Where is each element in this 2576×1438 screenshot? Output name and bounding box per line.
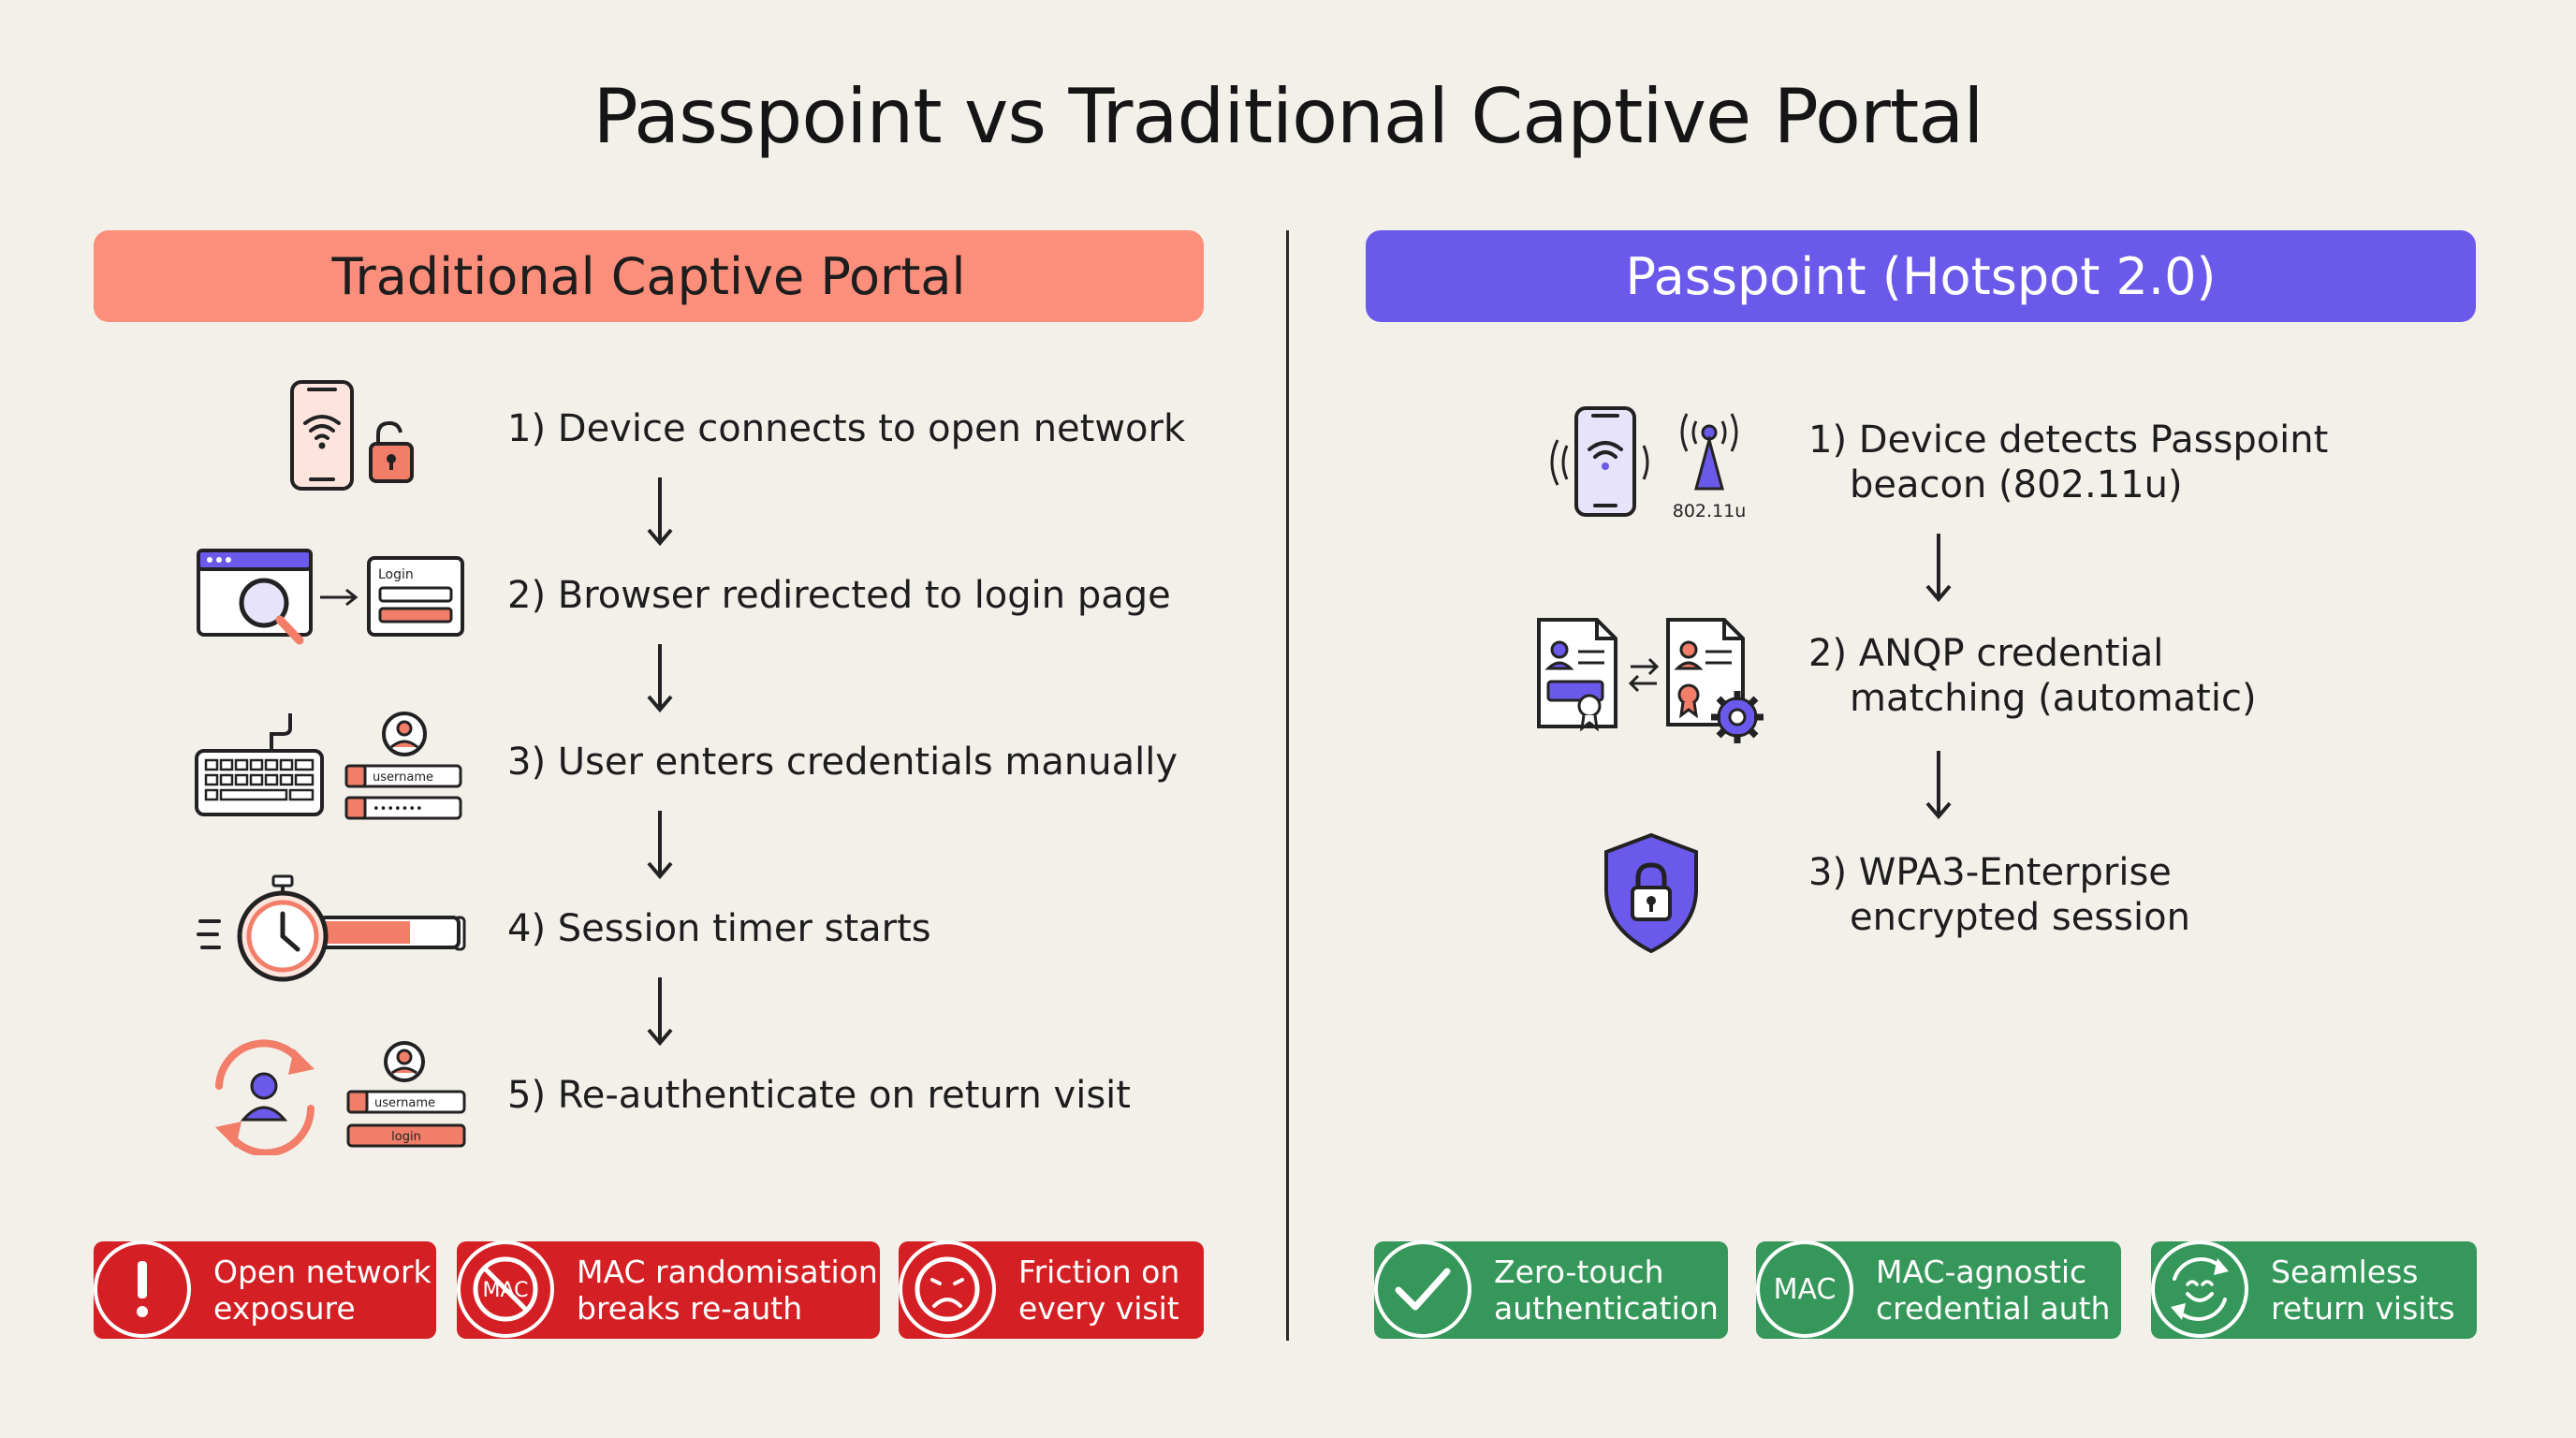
- login-button-text: login: [391, 1130, 421, 1144]
- badge-line: Seamless: [2271, 1254, 2419, 1290]
- passpoint-header-label: Passpoint (Hotspot 2.0): [1625, 246, 2217, 306]
- shield-lock-icon: [1604, 832, 1698, 954]
- step-line: 1) Device detects Passpoint: [1808, 418, 2329, 462]
- phone-wifi-unlocked-icon: [290, 380, 414, 491]
- traditional-step-3: 3) User enters credentials manually: [507, 741, 1178, 784]
- reauthenticate-icon: username login: [215, 1039, 466, 1155]
- keyboard-credentials-icon: username •••••••: [195, 712, 462, 820]
- badge-line: MAC-agnostic: [1876, 1254, 2087, 1290]
- browser-redirect-login-icon: Login: [197, 549, 464, 645]
- mac-icon: MAC: [1756, 1240, 1853, 1338]
- badge-line: credential auth: [1876, 1290, 2111, 1327]
- step-line: 2) ANQP credential: [1808, 632, 2164, 675]
- credential-matching-icon: [1537, 618, 1764, 743]
- frown-face-icon: [899, 1240, 996, 1338]
- badge-line: authentication: [1494, 1290, 1719, 1327]
- traditional-step-5: 5) Re-authenticate on return visit: [507, 1074, 1131, 1117]
- traditional-step-1: 1) Device connects to open network: [507, 407, 1186, 450]
- badge-line: Friction on: [1018, 1254, 1180, 1290]
- badge-line: exposure: [213, 1290, 356, 1327]
- badge-line: MAC randomisation: [577, 1254, 878, 1290]
- traditional-header: Traditional Captive Portal: [94, 230, 1204, 322]
- username-field-text: username: [373, 770, 433, 785]
- traditional-step-2: 2) Browser redirected to login page: [507, 574, 1171, 617]
- passpoint-step-1: 1) Device detects Passpoint beacon (802.…: [1808, 418, 2328, 507]
- traditional-header-label: Traditional Captive Portal: [331, 246, 966, 306]
- stopwatch-timer-icon: [197, 874, 466, 982]
- phone-beacon-icon: 802.11u: [1550, 406, 1747, 521]
- badge-line: Open network: [213, 1254, 432, 1290]
- step-line: matching (automatic): [1850, 677, 2257, 720]
- down-arrow-icon: [647, 811, 673, 880]
- badge-line: return visits: [2271, 1290, 2455, 1327]
- column-divider: [1286, 230, 1289, 1341]
- step-line: 3) WPA3-Enterprise: [1808, 851, 2172, 894]
- mac-label: MAC: [1774, 1273, 1837, 1306]
- down-arrow-icon: [647, 977, 673, 1047]
- step-line: encrypted session: [1850, 896, 2190, 939]
- step-line: beacon (802.11u): [1850, 463, 2183, 506]
- username-field-text: username: [374, 1096, 435, 1110]
- traditional-step-4: 4) Session timer starts: [507, 907, 931, 950]
- down-arrow-icon: [1925, 534, 1952, 603]
- password-field-text: •••••••: [373, 802, 423, 816]
- badge-line: breaks re-auth: [577, 1290, 803, 1327]
- badge-line: every visit: [1018, 1290, 1179, 1327]
- exclamation-icon: [94, 1240, 191, 1338]
- passpoint-step-2: 2) ANQP credential matching (automatic): [1808, 631, 2257, 721]
- down-arrow-icon: [1925, 751, 1952, 820]
- page-title: Passpoint vs Traditional Captive Portal: [593, 73, 1984, 160]
- passpoint-header: Passpoint (Hotspot 2.0): [1366, 230, 2476, 322]
- mac-crossed-icon: MAC: [457, 1240, 554, 1338]
- down-arrow-icon: [647, 477, 673, 547]
- smile-refresh-icon: [2151, 1240, 2248, 1338]
- login-caption: Login: [378, 567, 414, 582]
- badge-line: Zero-touch: [1494, 1254, 1664, 1290]
- standard-label: 802.11u: [1673, 501, 1747, 521]
- passpoint-step-3: 3) WPA3-Enterprise encrypted session: [1808, 850, 2190, 940]
- down-arrow-icon: [647, 644, 673, 713]
- checkmark-icon: [1374, 1240, 1471, 1338]
